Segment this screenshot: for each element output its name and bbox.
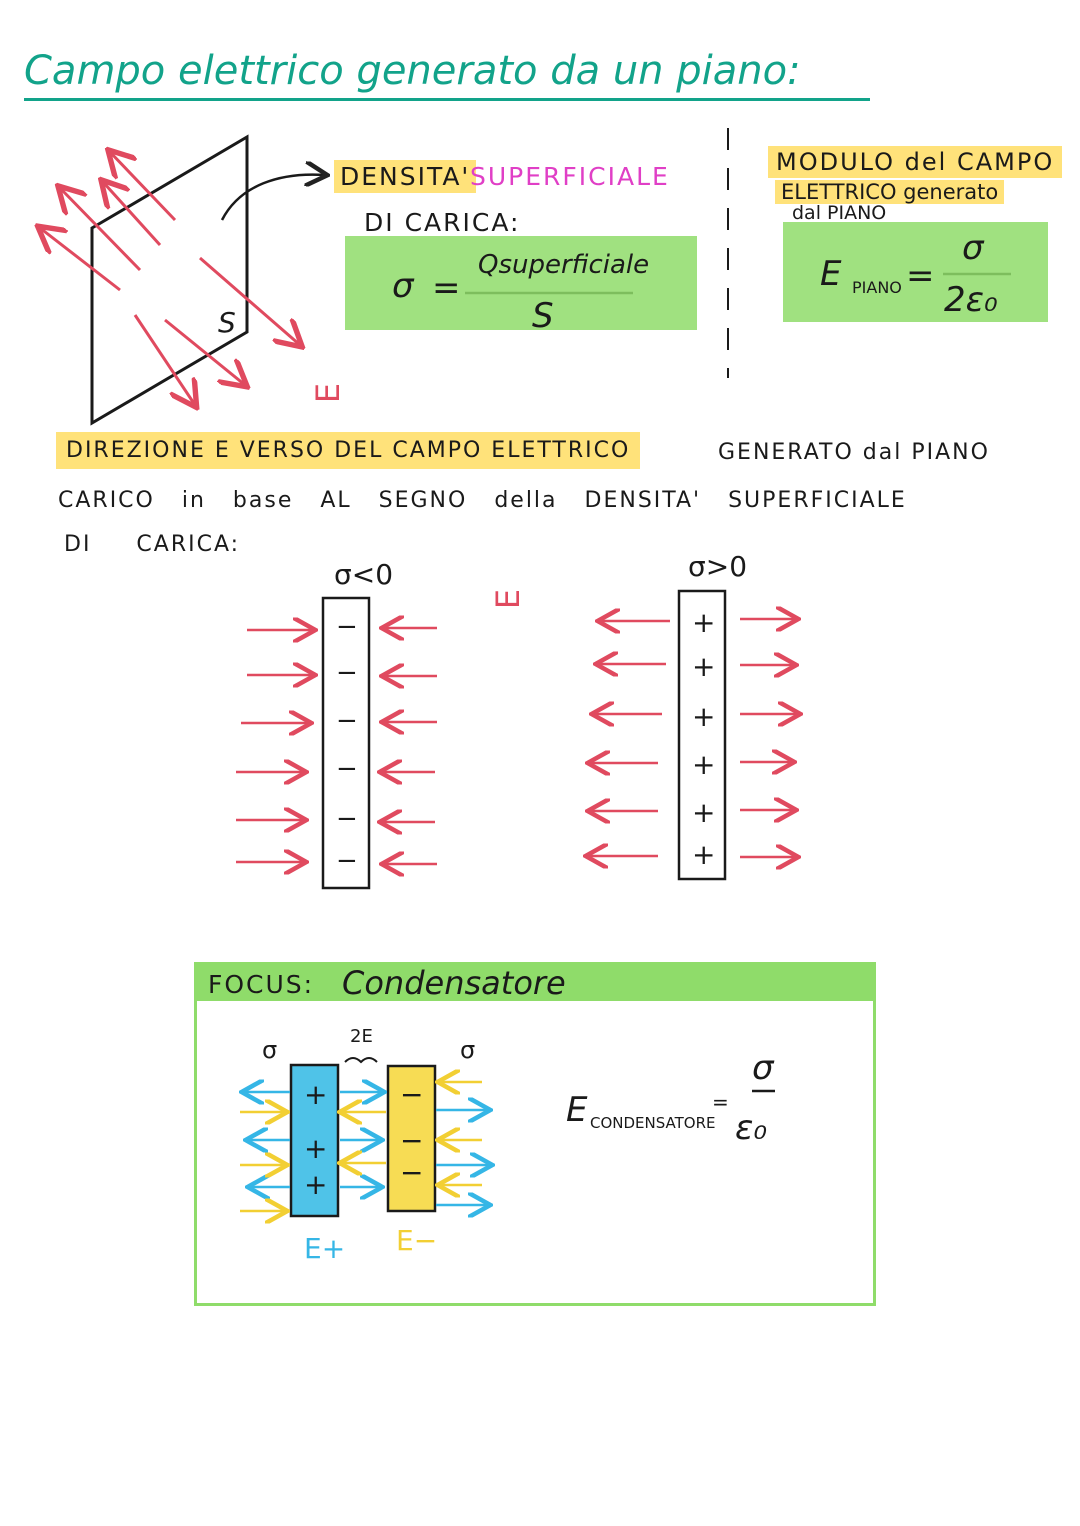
positive-sign: + <box>692 650 716 683</box>
modulus-lhs-sub: PIANO <box>852 278 902 297</box>
positive-sign: + <box>692 796 716 829</box>
positive-sign: + <box>692 606 716 639</box>
negative-density-label: σ<0 <box>334 558 394 591</box>
negative-sign: − <box>336 846 358 876</box>
direction-heading: DIREZIONE E VERSO DEL CAMPO ELETTRICO <box>56 432 641 469</box>
negative-plate <box>321 596 371 890</box>
positive-plate <box>677 589 727 881</box>
capacitor-minus: − <box>400 1078 424 1111</box>
capacitor-formula-num: σ <box>752 1048 774 1088</box>
capacitor-plus: + <box>304 1168 328 1201</box>
capacitor-minus: − <box>400 1124 424 1157</box>
density-sigma: σ <box>392 266 414 306</box>
modulus-heading: MODULO del CAMPO <box>768 146 1063 178</box>
capacitor-left-charge: σ <box>262 1036 278 1064</box>
density-heading-superficiale: SUPERFICIALE <box>470 162 670 191</box>
density-numerator: Qsuperficiale <box>478 250 650 280</box>
modulus-denominator: 2ε₀ <box>944 280 998 320</box>
gap-brace <box>344 1057 378 1064</box>
capacitor-plus: + <box>304 1078 328 1111</box>
capacitor-formula-equals: = <box>712 1090 729 1114</box>
negative-field-arrows <box>236 628 437 864</box>
negative-sign: − <box>336 612 358 642</box>
field-symbol: E <box>489 588 528 610</box>
modulus-numerator: σ <box>962 228 984 268</box>
capacitor-e-plus: E+ <box>304 1232 346 1265</box>
negative-sign: − <box>336 754 358 784</box>
direction-line-3: DI CARICA: <box>64 532 241 557</box>
plane-field-arrows <box>40 152 300 405</box>
capacitor-formula-den: ε₀ <box>735 1108 768 1148</box>
negative-sign: − <box>336 706 358 736</box>
focus-topic: Condensatore <box>342 964 566 1002</box>
positive-density-label: σ>0 <box>688 550 748 583</box>
focus-box <box>194 962 876 1306</box>
page-title: Campo elettrico generato da un piano: <box>24 48 801 94</box>
charged-plane <box>90 134 249 426</box>
focus-header <box>197 965 873 1001</box>
plane-field-label: E <box>309 382 348 404</box>
direction-heading-cont: GENERATO dal PIANO <box>718 440 990 465</box>
modulus-heading-elettrico: ELETTRICO generato <box>775 180 1005 204</box>
capacitor-right-charge: σ <box>460 1036 476 1064</box>
density-highlight <box>345 236 697 330</box>
capacitor-blue-arrows <box>244 1092 490 1205</box>
capacitor-negative-plate <box>386 1064 437 1213</box>
capacitor-gap-field: 2E <box>350 1026 373 1047</box>
surface-label: S <box>218 306 236 339</box>
pointer-arrow <box>220 175 325 221</box>
modulus-equals: = <box>906 256 935 296</box>
capacitor-formula-sub: CONDENSATORE <box>590 1114 716 1132</box>
modulus-lhs: E <box>820 254 842 294</box>
density-heading: DENSITA' <box>334 160 477 193</box>
density-equals: = <box>432 268 461 308</box>
direction-line-2: CARICO in base AL SEGNO della DENSITA' S… <box>58 488 907 513</box>
title-underline <box>24 98 870 101</box>
density-denominator: S <box>532 296 554 336</box>
positive-sign: + <box>692 700 716 733</box>
capacitor-formula-lhs: E <box>566 1090 588 1130</box>
modulus-heading-piano: dal PIANO <box>792 202 887 224</box>
capacitor-e-minus: E− <box>396 1224 438 1257</box>
modulus-highlight <box>783 222 1048 322</box>
capacitor-yellow-arrows <box>240 1082 482 1211</box>
positive-sign: + <box>692 838 716 871</box>
negative-sign: − <box>336 804 358 834</box>
negative-sign: − <box>336 658 358 688</box>
focus-label: FOCUS: <box>208 970 315 999</box>
positive-sign: + <box>692 748 716 781</box>
capacitor-minus: − <box>400 1156 424 1189</box>
density-heading-carica: DI CARICA: <box>364 208 521 237</box>
capacitor-plus: + <box>304 1132 328 1165</box>
positive-field-arrows <box>588 619 798 857</box>
capacitor-positive-plate <box>289 1063 340 1218</box>
